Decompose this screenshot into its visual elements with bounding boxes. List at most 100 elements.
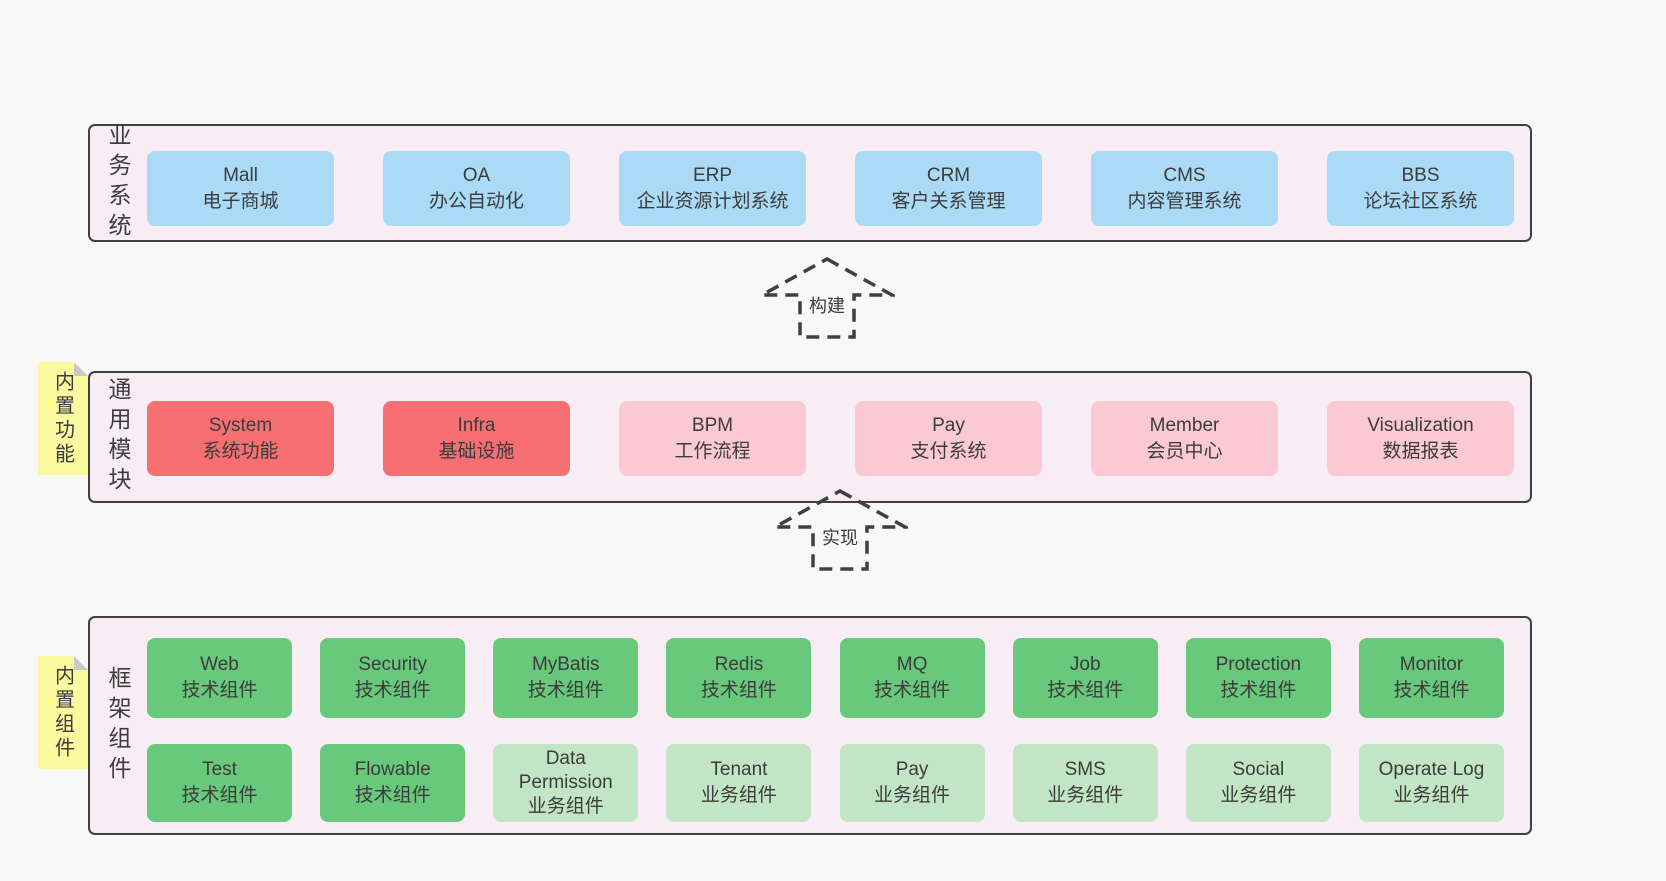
- arrow-implement-label: 实现: [818, 524, 862, 550]
- box-subtitle: 业务组件: [874, 785, 951, 806]
- box-title: ERP: [692, 164, 733, 186]
- box-title: System: [208, 414, 273, 436]
- box-mybatis: MyBatis 技术组件: [493, 638, 639, 718]
- box-subtitle: 业务组件: [1047, 785, 1124, 806]
- box-subtitle: 业务组件: [1393, 785, 1470, 806]
- band-common-modules-label: 通用模块: [105, 377, 131, 497]
- box-subtitle: 内容管理系统: [1127, 190, 1242, 212]
- box-subtitle: 支付系统: [910, 440, 987, 462]
- box-subtitle: 技术组件: [181, 680, 258, 701]
- box-subtitle: 技术组件: [874, 680, 951, 701]
- box-monitor: Monitor 技术组件: [1358, 638, 1504, 718]
- box-title: OA: [462, 164, 491, 186]
- folded-corner-icon: [74, 362, 88, 376]
- framework-components-row-1: Web 技术组件 Security 技术组件 MyBatis 技术组件 Redi…: [147, 638, 1504, 718]
- box-tenant: Tenant 业务组件: [666, 744, 812, 822]
- box-security: Security 技术组件: [320, 638, 466, 718]
- box-subtitle: 企业资源计划系统: [636, 190, 789, 212]
- box-subtitle: 技术组件: [354, 680, 431, 701]
- up-arrow-icon: [759, 256, 895, 339]
- box-title: Pay: [932, 414, 965, 436]
- box-subtitle: 客户关系管理: [891, 190, 1006, 212]
- box-title: Social: [1232, 759, 1285, 780]
- box-pay-component: Pay 业务组件: [839, 744, 985, 822]
- band-framework-components-label: 框架组件: [105, 665, 131, 786]
- box-subtitle: 系统功能: [202, 440, 279, 462]
- box-mq: MQ 技术组件: [839, 638, 985, 718]
- box-subtitle: 技术组件: [527, 680, 604, 701]
- box-subtitle: 业务组件: [700, 785, 777, 806]
- box-title: Operate Log: [1378, 759, 1485, 780]
- band-common-modules: 通用模块 System 系统功能 Infra 基础设施 BPM 工作流程 Pay…: [88, 371, 1532, 503]
- box-title: Redis: [714, 654, 764, 675]
- box-flowable: Flowable 技术组件: [320, 744, 466, 822]
- band-business-systems: 业务系统 Mall 电子商城 OA 办公自动化 ERP 企业资源计划系统 CRM…: [88, 123, 1532, 243]
- common-modules-box-row: System 系统功能 Infra 基础设施 BPM 工作流程 Pay 支付系统…: [147, 401, 1514, 476]
- box-title: BBS: [1401, 164, 1440, 186]
- box-title: Pay: [895, 759, 929, 780]
- box-title: CRM: [926, 164, 971, 186]
- box-title: MQ: [896, 654, 928, 675]
- box-subtitle: 技术组件: [1047, 680, 1124, 701]
- box-subtitle: 技术组件: [1220, 680, 1297, 701]
- sticky-note-builtin-features: 内置功能: [38, 362, 88, 475]
- box-title: Protection: [1215, 654, 1302, 675]
- box-visualization: Visualization 数据报表: [1327, 401, 1514, 476]
- box-title: Test: [202, 759, 237, 780]
- box-infra: Infra 基础设施: [383, 401, 570, 476]
- sticky-note-text: 内置功能: [51, 370, 74, 467]
- box-oa: OA 办公自动化: [383, 151, 570, 226]
- folded-corner-icon: [74, 656, 88, 670]
- arrow-implement: 实现: [772, 487, 908, 573]
- box-web: Web 技术组件: [147, 638, 292, 718]
- box-title: Flowable: [354, 759, 431, 780]
- box-title: Visualization: [1367, 414, 1474, 436]
- box-subtitle: 技术组件: [354, 785, 431, 806]
- band-framework-components: 框架组件 Web 技术组件 Security 技术组件 MyBatis 技术组件…: [88, 616, 1532, 835]
- box-title: Security: [358, 654, 427, 675]
- box-title: Data Permission: [518, 748, 613, 793]
- box-sms: SMS 业务组件: [1012, 744, 1158, 822]
- arrow-build-label: 构建: [805, 292, 849, 318]
- box-title: CMS: [1163, 164, 1206, 186]
- box-subtitle: 会员中心: [1146, 440, 1223, 462]
- box-bpm: BPM 工作流程: [619, 401, 806, 476]
- box-subtitle: 技术组件: [1393, 680, 1470, 701]
- box-redis: Redis 技术组件: [666, 638, 812, 718]
- box-member: Member 会员中心: [1091, 401, 1278, 476]
- box-data-permission: Data Permission 业务组件: [493, 744, 639, 822]
- box-title: Mall: [223, 164, 258, 186]
- box-crm: CRM 客户关系管理: [855, 151, 1042, 226]
- box-system: System 系统功能: [147, 401, 334, 476]
- box-subtitle: 基础设施: [438, 440, 515, 462]
- box-protection: Protection 技术组件: [1185, 638, 1331, 718]
- box-social: Social 业务组件: [1185, 744, 1331, 822]
- box-subtitle: 工作流程: [674, 440, 751, 462]
- box-operate-log: Operate Log 业务组件: [1358, 744, 1504, 822]
- box-title: Infra: [457, 414, 496, 436]
- box-title: Tenant: [710, 759, 768, 780]
- box-subtitle: 技术组件: [700, 680, 777, 701]
- box-subtitle: 办公自动化: [428, 190, 524, 212]
- box-erp: ERP 企业资源计划系统: [619, 151, 806, 226]
- box-pay-system: Pay 支付系统: [855, 401, 1042, 476]
- business-systems-box-row: Mall 电子商城 OA 办公自动化 ERP 企业资源计划系统 CRM 客户关系…: [147, 151, 1514, 226]
- up-arrow-icon: [772, 488, 908, 571]
- box-title: Monitor: [1399, 654, 1464, 675]
- box-mall: Mall 电子商城: [147, 151, 334, 226]
- sticky-note-builtin-components: 内置组件: [38, 656, 88, 769]
- box-title: Web: [200, 654, 239, 675]
- sticky-note-text: 内置组件: [51, 664, 74, 761]
- box-cms: CMS 内容管理系统: [1091, 151, 1278, 226]
- box-subtitle: 电子商城: [202, 190, 279, 212]
- box-subtitle: 数据报表: [1382, 440, 1459, 462]
- box-title: SMS: [1064, 759, 1106, 780]
- box-title: MyBatis: [531, 654, 600, 675]
- box-subtitle: 技术组件: [181, 785, 258, 806]
- box-title: BPM: [691, 414, 734, 436]
- band-business-systems-label: 业务系统: [105, 123, 131, 243]
- arrow-build: 构建: [759, 255, 895, 341]
- box-subtitle: 业务组件: [527, 796, 604, 817]
- box-job: Job 技术组件: [1012, 638, 1158, 718]
